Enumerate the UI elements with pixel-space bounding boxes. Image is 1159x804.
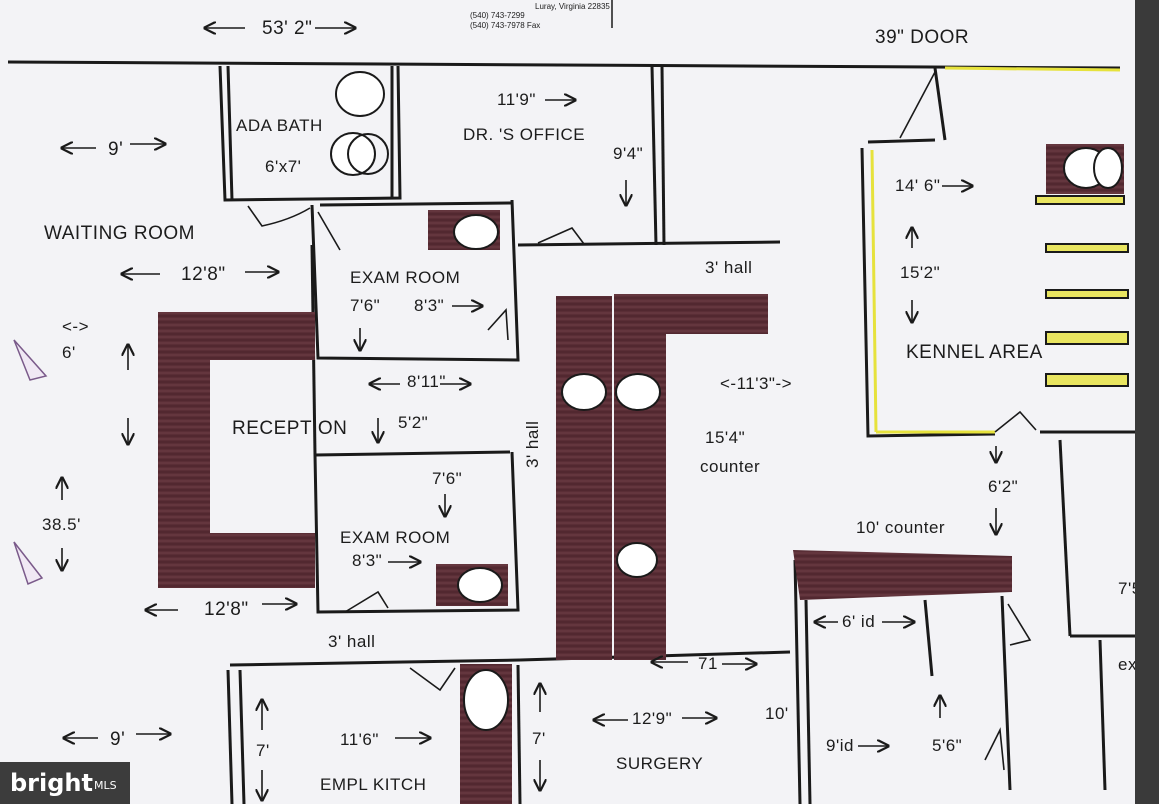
dim-bath-6x7: 6'x7' bbox=[265, 157, 302, 176]
floor-plan-sheet: (540) 743-7299 (540) 743-7978 Fax Luray,… bbox=[0, 0, 1135, 804]
brightmls-watermark: bright MLS bbox=[0, 762, 130, 804]
floor-plan-drawing bbox=[7, 0, 1135, 804]
fixtures bbox=[330, 71, 389, 176]
dim-exam2-8-3: 8'3" bbox=[352, 551, 383, 570]
dim-id-9: 9'id bbox=[826, 736, 854, 755]
overall-width: 53' 2" bbox=[262, 18, 313, 39]
dim-recep-5-2: 5'2" bbox=[398, 413, 429, 432]
dim-surg-12-9: 12'9" bbox=[632, 709, 673, 728]
dim-waiting-9: 9' bbox=[108, 139, 124, 160]
kennel-highlight bbox=[870, 66, 1121, 434]
room-drs-office: DR. 'S OFFICE bbox=[463, 125, 586, 144]
dim-surg-71: 71 bbox=[698, 654, 718, 673]
watermark-brand: bright bbox=[10, 769, 93, 797]
dimension-arrows bbox=[62, 28, 996, 800]
dim-left-6: 6' bbox=[62, 343, 76, 362]
dim-kennel-6-2: 6'2" bbox=[988, 477, 1019, 496]
room-ada-bath: ADA BATH bbox=[236, 116, 323, 135]
left-marks bbox=[13, 339, 48, 586]
counter-label: counter bbox=[700, 457, 761, 476]
dim-office-9-4: 9'4" bbox=[613, 144, 644, 163]
dim-kitch-7b: 7' bbox=[532, 729, 546, 748]
dim-exam1-7-6: 7'6" bbox=[350, 296, 381, 315]
dim-bottom-9: 9' bbox=[110, 729, 126, 750]
dim-surg-10: 10' bbox=[765, 704, 789, 723]
dim-kennel-15-2: 15'2" bbox=[900, 263, 941, 282]
dim-arrow-6: <-> bbox=[62, 317, 90, 336]
dim-counter-15-4: 15'4" bbox=[705, 428, 746, 447]
sinks bbox=[453, 147, 1123, 731]
room-reception: RECEPTION bbox=[232, 418, 348, 439]
dim-mid-11-3: <-11'3"-> bbox=[720, 374, 793, 393]
dim-recep-8-11: 8'11" bbox=[407, 372, 446, 391]
company-fax: (540) 743-7978 Fax bbox=[470, 21, 541, 30]
dim-kennel-14-6: 14' 6" bbox=[895, 176, 941, 195]
room-waiting: WAITING ROOM bbox=[44, 223, 195, 244]
company-phone: (540) 743-7299 bbox=[470, 11, 525, 20]
watermark-suffix: MLS bbox=[94, 779, 117, 792]
door-note: 39" DOOR bbox=[875, 27, 970, 48]
counter-10-label: 10' counter bbox=[856, 518, 946, 537]
dim-right-5-6: 5'6" bbox=[932, 736, 963, 755]
dim-bottom-12-8: 12'8" bbox=[204, 599, 249, 620]
company-city: Luray, Virginia 22835 bbox=[535, 2, 610, 11]
hall-label-1: 3' hall bbox=[705, 258, 753, 277]
dim-kitch-11-6: 11'6" bbox=[340, 730, 379, 749]
dim-exam2-7-6: 7'6" bbox=[432, 469, 463, 488]
hall-label-2: 3' hall bbox=[523, 420, 542, 468]
dim-waiting-12-8: 12'8" bbox=[181, 264, 226, 285]
room-exam-2: EXAM ROOM bbox=[340, 528, 451, 547]
dim-office-11-9: 11'9" bbox=[497, 90, 536, 109]
kennel-shelves bbox=[1035, 195, 1129, 387]
room-empl-kitch: EMPL KITCH bbox=[320, 775, 427, 794]
room-exam-1: EXAM ROOM bbox=[350, 268, 461, 287]
dim-left-38-5: 38.5' bbox=[42, 515, 81, 534]
room-kennel: KENNEL AREA bbox=[906, 342, 1043, 363]
dim-right-7-5: 7'5 bbox=[1118, 579, 1135, 598]
dim-id-6: 6' id bbox=[842, 612, 876, 631]
room-surgery: SURGERY bbox=[616, 754, 704, 773]
hall-label-3: 3' hall bbox=[328, 632, 376, 651]
dim-kitch-7a: 7' bbox=[256, 741, 270, 760]
dim-exam1-8-3: 8'3" bbox=[414, 296, 445, 315]
doors bbox=[247, 71, 1037, 771]
exit-label: exis bbox=[1118, 655, 1135, 674]
